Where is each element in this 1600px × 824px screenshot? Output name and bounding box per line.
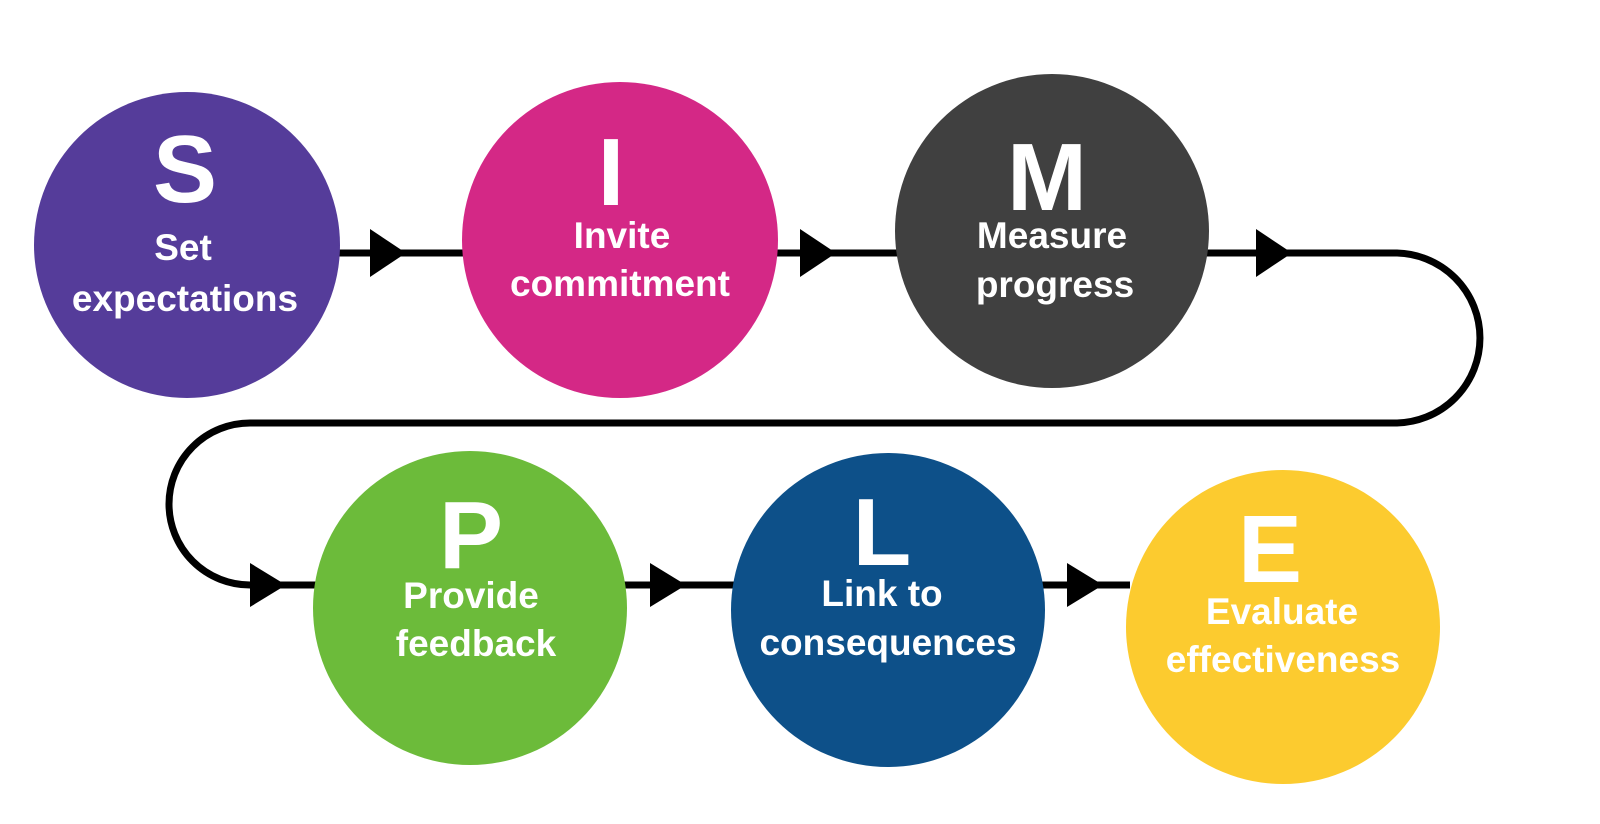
step-caption-line1: Set	[154, 227, 212, 268]
step-caption-line1: Provide	[403, 575, 539, 616]
step-caption-line2: expectations	[72, 278, 298, 319]
step-e: E Evaluate effectiveness	[1126, 470, 1440, 784]
step-circle	[34, 92, 340, 398]
arrow-head	[250, 563, 286, 607]
arrow-head	[1256, 229, 1292, 277]
step-s: S Set expectations	[34, 92, 340, 398]
step-letter: M	[1007, 124, 1087, 231]
arrow-head	[370, 229, 406, 277]
step-circle	[731, 453, 1045, 767]
connector-path	[165, 249, 1484, 589]
step-letter: L	[853, 479, 912, 586]
step-p: P Provide feedback	[313, 451, 627, 765]
step-circle	[895, 74, 1209, 388]
step-circle	[462, 82, 778, 398]
step-caption-line1: Measure	[977, 215, 1127, 256]
step-m: M Measure progress	[895, 74, 1209, 388]
step-caption-line2: feedback	[396, 623, 557, 664]
step-caption-line2: consequences	[759, 622, 1016, 663]
step-caption-line2: commitment	[510, 263, 730, 304]
arrow-head	[650, 563, 686, 607]
step-caption-line2: effectiveness	[1166, 639, 1400, 680]
step-circle	[313, 451, 627, 765]
arrow-head	[800, 229, 836, 277]
step-i: I Invite commitment	[462, 82, 778, 398]
step-caption-line1: Evaluate	[1206, 591, 1358, 632]
step-caption-line2: progress	[976, 264, 1134, 305]
step-circle	[1126, 470, 1440, 784]
step-caption-line1: Link to	[821, 573, 942, 614]
step-l: L Link to consequences	[731, 453, 1045, 767]
arrow-head	[1067, 563, 1103, 607]
step-letter: I	[598, 119, 625, 226]
step-letter: S	[153, 116, 217, 223]
step-letter: E	[1238, 496, 1302, 603]
step-letter: P	[439, 482, 503, 589]
step-caption-line1: Invite	[574, 215, 671, 256]
